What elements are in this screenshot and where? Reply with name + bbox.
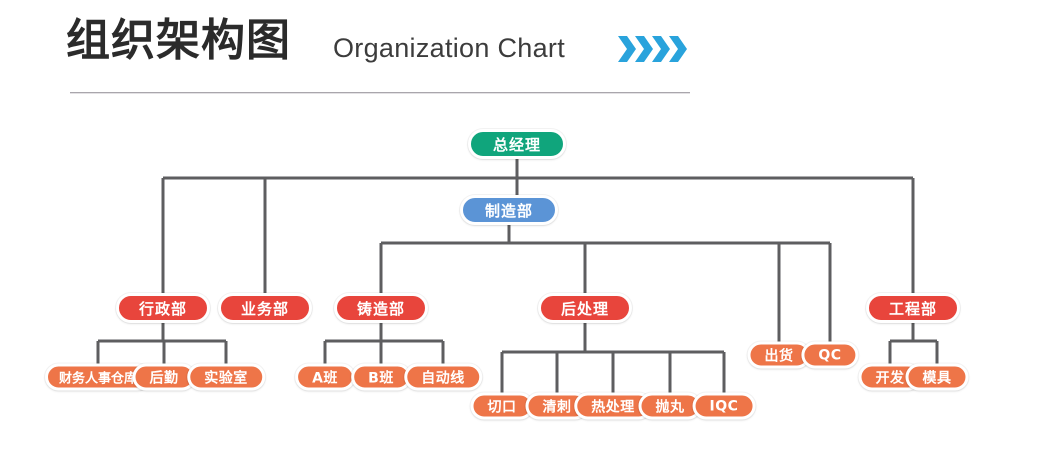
node-label: 自动线 <box>421 370 465 386</box>
page-title-en: Organization Chart <box>333 33 566 63</box>
node-qc[interactable]: QC <box>801 341 859 369</box>
header-divider <box>70 92 690 94</box>
node-label: B班 <box>368 370 394 386</box>
node-shot-blasting[interactable]: 抛丸 <box>638 392 702 420</box>
node-label: QC <box>818 347 842 363</box>
node-admin-dept[interactable]: 行政部 <box>115 293 211 323</box>
node-automation-line[interactable]: 自动线 <box>404 363 482 391</box>
node-casting-dept[interactable]: 铸造部 <box>333 293 429 323</box>
node-laboratory[interactable]: 实验室 <box>187 363 265 391</box>
node-mold[interactable]: 模具 <box>905 363 969 391</box>
node-cutting[interactable]: 切口 <box>470 392 534 420</box>
node-label: 切口 <box>487 399 517 415</box>
node-business-dept[interactable]: 业务部 <box>217 293 313 323</box>
node-label: 实验室 <box>204 370 248 386</box>
node-manufacturing-dept[interactable]: 制造部 <box>459 195 559 225</box>
node-label: A班 <box>312 370 338 386</box>
double-chevron-right-icon <box>618 36 687 62</box>
node-logistics[interactable]: 后勤 <box>132 363 196 391</box>
node-shift-a[interactable]: A班 <box>295 363 355 391</box>
node-label: 开发 <box>875 370 905 386</box>
node-label: 后勤 <box>149 370 179 386</box>
node-label: 铸造部 <box>356 299 406 318</box>
node-label: 抛丸 <box>655 399 685 415</box>
node-label: 总经理 <box>492 135 542 154</box>
node-engineering-dept[interactable]: 工程部 <box>865 293 961 323</box>
node-label: 出货 <box>764 348 794 364</box>
node-label: 制造部 <box>484 201 534 220</box>
node-shift-b[interactable]: B班 <box>351 363 411 391</box>
node-general-manager[interactable]: 总经理 <box>467 129 567 159</box>
node-label: 工程部 <box>888 299 938 318</box>
node-label: 业务部 <box>240 299 290 318</box>
node-label: 财务人事仓库 <box>58 371 138 387</box>
node-label: 模具 <box>922 370 952 386</box>
node-label: IQC <box>709 398 739 414</box>
page-title-cn: 组织架构图 <box>66 15 291 66</box>
node-label: 清刺 <box>542 399 572 415</box>
node-label: 行政部 <box>138 299 188 318</box>
page-header: 组织架构图 Organization Chart <box>0 0 1060 100</box>
node-iqc[interactable]: IQC <box>692 392 756 420</box>
node-label: 热处理 <box>591 399 635 415</box>
node-label: 后处理 <box>560 299 610 318</box>
node-post-processing[interactable]: 后处理 <box>537 293 633 323</box>
